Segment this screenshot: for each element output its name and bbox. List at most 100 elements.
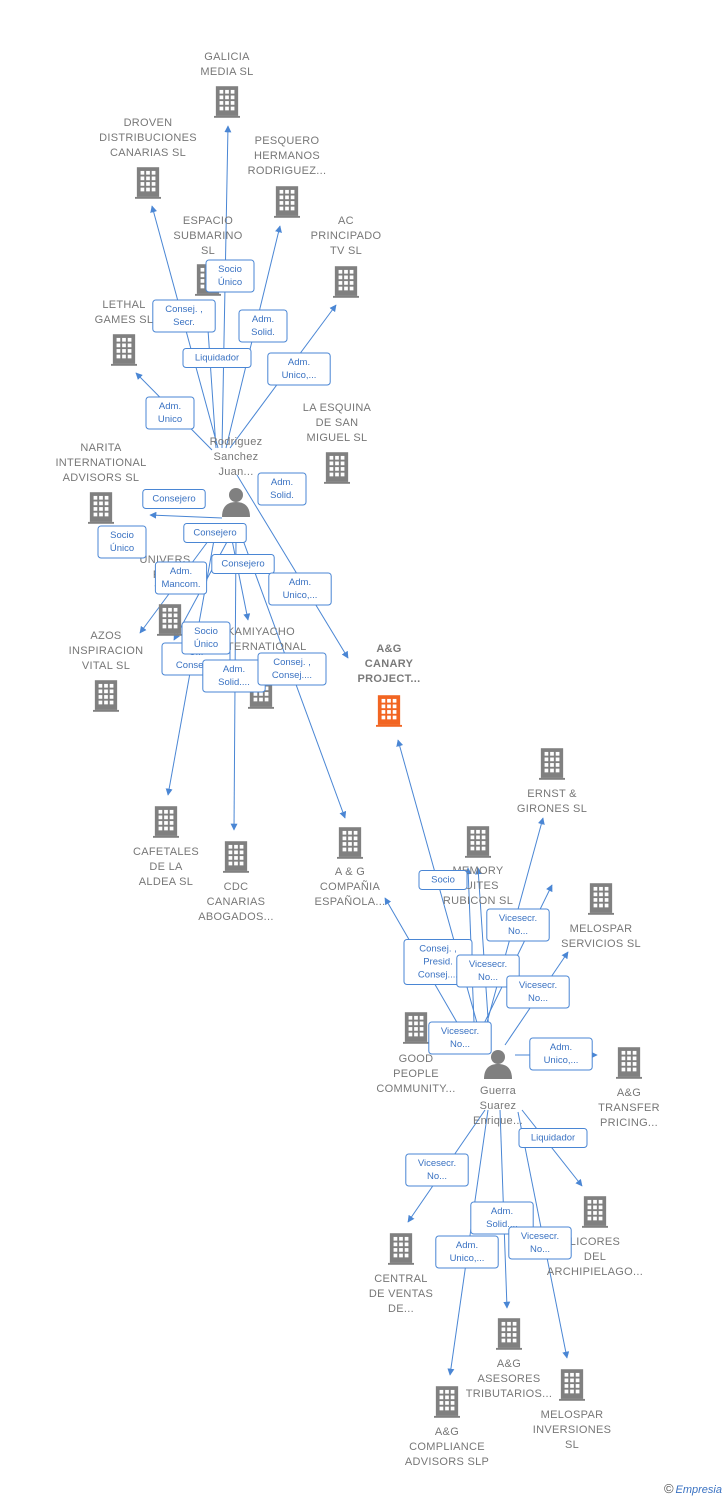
- node-label: PRICING...: [600, 1117, 658, 1129]
- building-icon[interactable]: [93, 680, 119, 712]
- building-icon[interactable]: [135, 167, 161, 199]
- building-icon[interactable]: [324, 452, 350, 484]
- footer-brand[interactable]: ©Empresia: [664, 1481, 722, 1496]
- node-goodpeople[interactable]: GOODPEOPLECOMMUNITY...: [376, 1012, 455, 1095]
- role-badge[interactable]: Adm.Unico,...: [267, 352, 331, 386]
- role-badge[interactable]: Adm. Solid.: [257, 472, 307, 506]
- role-badge[interactable]: Adm.Unico,...: [529, 1037, 593, 1071]
- node-agcanary[interactable]: A&GCANARYPROJECT...: [358, 643, 421, 727]
- role-badge[interactable]: Vicesecr.No...: [508, 1226, 572, 1260]
- role-badge[interactable]: Consej. ,Consej....: [257, 652, 327, 686]
- role-label: Adm.: [289, 577, 311, 588]
- role-label: Solid.: [270, 490, 294, 501]
- node-label: ESPACIO: [183, 215, 233, 227]
- person-icon[interactable]: [222, 488, 250, 517]
- role-badge[interactable]: Vicesecr.No...: [506, 975, 570, 1009]
- role-badge[interactable]: Consej. ,Secr.: [152, 299, 216, 333]
- building-icon[interactable]: [403, 1012, 429, 1044]
- role-label: Vicesecr.: [441, 1026, 479, 1037]
- building-icon[interactable]: [214, 86, 240, 118]
- building-icon[interactable]: [616, 1047, 642, 1079]
- building-icon[interactable]: [333, 266, 359, 298]
- building-icon[interactable]: [157, 604, 183, 636]
- building-icon[interactable]: [388, 1233, 414, 1265]
- role-badge[interactable]: Vicesecr.No...: [405, 1153, 469, 1187]
- role-badge[interactable]: Consejero: [211, 554, 275, 574]
- building-icon[interactable]: [376, 695, 402, 727]
- building-icon[interactable]: [465, 826, 491, 858]
- node-rodriguez[interactable]: RodriguezSanchezJuan...: [210, 436, 263, 517]
- node-label: INTERNATIONAL: [55, 457, 146, 469]
- building-icon[interactable]: [539, 748, 565, 780]
- role-label: Consejero: [221, 559, 264, 570]
- role-badge[interactable]: Liquidador: [182, 348, 252, 368]
- role-badge[interactable]: Adm.Solid....: [202, 659, 266, 693]
- building-icon[interactable]: [337, 827, 363, 859]
- role-badge[interactable]: Adm.Mancom.: [154, 561, 208, 595]
- role-badge[interactable]: Liquidador: [518, 1128, 588, 1148]
- building-icon[interactable]: [223, 841, 249, 873]
- building-icon[interactable]: [88, 492, 114, 524]
- role-badge[interactable]: Consejero: [183, 523, 247, 543]
- node-guerra[interactable]: GuerraSuarezEnrique...: [473, 1050, 523, 1127]
- node-agcompania[interactable]: A & GCOMPAÑIAESPAÑOLA...: [315, 827, 386, 908]
- role-badge[interactable]: Vicesecr.No...: [486, 908, 550, 942]
- node-agasesores[interactable]: A&GASESORESTRIBUTARIOS...: [466, 1318, 553, 1400]
- node-label: Guerra: [480, 1085, 517, 1097]
- role-badge[interactable]: Adm.Unico: [145, 396, 195, 430]
- role-badge-box: [506, 975, 570, 1009]
- role-badge-box: [257, 652, 327, 686]
- node-cdc[interactable]: CDCCANARIASABOGADOS...: [198, 841, 273, 923]
- building-icon[interactable]: [274, 186, 300, 218]
- node-agtransfer[interactable]: A&GTRANSFERPRICING...: [598, 1047, 660, 1129]
- node-label: HERMANOS: [254, 150, 320, 162]
- building-icon[interactable]: [559, 1369, 585, 1401]
- building-icon[interactable]: [153, 806, 179, 838]
- role-label: Único: [110, 543, 134, 554]
- role-badge-box: [518, 1128, 588, 1148]
- node-label: SERVICIOS SL: [561, 938, 641, 950]
- role-badge-box: [152, 299, 216, 333]
- building-icon[interactable]: [582, 1196, 608, 1228]
- building-icon[interactable]: [588, 883, 614, 915]
- role-badge[interactable]: Consejero: [142, 489, 206, 509]
- role-label: Unico,...: [283, 590, 318, 601]
- building-icon[interactable]: [496, 1318, 522, 1350]
- role-badge[interactable]: Adm. Unico,...: [268, 572, 332, 606]
- building-icon[interactable]: [434, 1386, 460, 1418]
- role-badge[interactable]: Adm.Unico,...: [435, 1235, 499, 1269]
- node-label: CAFETALES: [133, 846, 199, 858]
- role-badge[interactable]: Adm.Solid....: [470, 1201, 534, 1235]
- node-pesquero[interactable]: PESQUEROHERMANOSRODRIGUEZ...: [248, 135, 327, 218]
- role-badge-box: [267, 352, 331, 386]
- role-badge[interactable]: Adm.Solid.: [238, 309, 288, 343]
- node-licores[interactable]: LICORESDELARCHIPIELAGO...: [547, 1196, 643, 1278]
- node-ernst[interactable]: ERNST &GIRONES SL: [517, 748, 587, 815]
- role-label: Único: [194, 639, 218, 650]
- role-label: Solid.: [251, 327, 275, 338]
- role-label: Adm.: [271, 477, 293, 488]
- role-badge[interactable]: Vicesecr.No...: [428, 1021, 492, 1055]
- node-label: SUBMARINO: [173, 230, 242, 242]
- role-label: Socio: [431, 875, 455, 886]
- building-icon[interactable]: [111, 334, 137, 366]
- role-badge[interactable]: Socio: [418, 870, 468, 890]
- role-badge[interactable]: Vicesecr.No...: [456, 954, 520, 988]
